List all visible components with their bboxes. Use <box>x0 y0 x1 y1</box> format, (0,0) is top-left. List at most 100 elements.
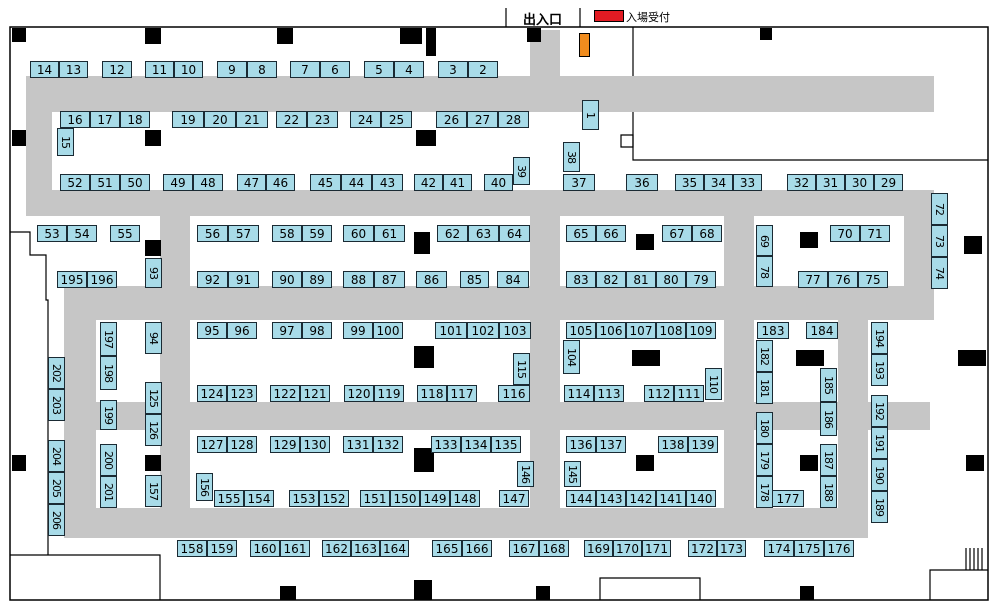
booth-174[interactable]: 174 <box>764 540 794 557</box>
booth-53[interactable]: 53 <box>37 225 67 242</box>
booth-169[interactable]: 169 <box>584 540 613 557</box>
booth-111[interactable]: 111 <box>674 385 704 402</box>
booth-154[interactable]: 154 <box>244 490 274 507</box>
booth-44[interactable]: 44 <box>341 174 372 191</box>
booth-95[interactable]: 95 <box>197 322 227 339</box>
booth-179[interactable]: 179 <box>756 444 773 476</box>
booth-1[interactable]: 1 <box>582 100 599 130</box>
booth-143[interactable]: 143 <box>596 490 626 507</box>
booth-141[interactable]: 141 <box>656 490 686 507</box>
booth-62[interactable]: 62 <box>437 225 468 242</box>
booth-149[interactable]: 149 <box>420 490 450 507</box>
booth-116[interactable]: 116 <box>498 385 530 402</box>
booth-134[interactable]: 134 <box>461 436 491 453</box>
booth-157[interactable]: 157 <box>145 475 162 507</box>
booth-121[interactable]: 121 <box>300 385 330 402</box>
booth-99[interactable]: 99 <box>343 322 373 339</box>
booth-135[interactable]: 135 <box>491 436 521 453</box>
booth-175[interactable]: 175 <box>794 540 824 557</box>
booth-65[interactable]: 65 <box>566 225 596 242</box>
booth-39[interactable]: 39 <box>513 157 530 185</box>
booth-7[interactable]: 7 <box>290 61 320 78</box>
booth-58[interactable]: 58 <box>272 225 302 242</box>
booth-173[interactable]: 173 <box>717 540 746 557</box>
booth-168[interactable]: 168 <box>539 540 569 557</box>
booth-88[interactable]: 88 <box>343 271 374 288</box>
booth-203[interactable]: 203 <box>48 389 65 421</box>
booth-13[interactable]: 13 <box>59 61 88 78</box>
booth-117[interactable]: 117 <box>447 385 477 402</box>
booth-11[interactable]: 11 <box>145 61 174 78</box>
booth-187[interactable]: 187 <box>820 444 837 476</box>
booth-161[interactable]: 161 <box>280 540 310 557</box>
booth-32[interactable]: 32 <box>787 174 816 191</box>
booth-84[interactable]: 84 <box>497 271 529 288</box>
booth-178[interactable]: 178 <box>756 476 773 508</box>
booth-100[interactable]: 100 <box>373 322 403 339</box>
booth-138[interactable]: 138 <box>658 436 688 453</box>
booth-15[interactable]: 15 <box>57 128 74 156</box>
booth-191[interactable]: 191 <box>871 427 888 459</box>
booth-30[interactable]: 30 <box>845 174 874 191</box>
booth-164[interactable]: 164 <box>380 540 409 557</box>
booth-185[interactable]: 185 <box>820 368 837 402</box>
booth-36[interactable]: 36 <box>626 174 658 191</box>
booth-132[interactable]: 132 <box>373 436 403 453</box>
booth-177[interactable]: 177 <box>772 490 804 507</box>
booth-181[interactable]: 181 <box>756 372 773 404</box>
booth-16[interactable]: 16 <box>60 111 90 128</box>
booth-71[interactable]: 71 <box>860 225 890 242</box>
booth-81[interactable]: 81 <box>626 271 656 288</box>
booth-183[interactable]: 183 <box>757 322 789 339</box>
booth-160[interactable]: 160 <box>250 540 280 557</box>
booth-192[interactable]: 192 <box>871 395 888 427</box>
booth-193[interactable]: 193 <box>871 354 888 386</box>
booth-23[interactable]: 23 <box>307 111 338 128</box>
booth-103[interactable]: 103 <box>499 322 531 339</box>
booth-105[interactable]: 105 <box>566 322 596 339</box>
booth-12[interactable]: 12 <box>102 61 132 78</box>
booth-3[interactable]: 3 <box>438 61 468 78</box>
booth-90[interactable]: 90 <box>272 271 302 288</box>
booth-26[interactable]: 26 <box>436 111 467 128</box>
booth-60[interactable]: 60 <box>343 225 374 242</box>
booth-87[interactable]: 87 <box>374 271 405 288</box>
booth-86[interactable]: 86 <box>416 271 447 288</box>
booth-61[interactable]: 61 <box>374 225 405 242</box>
booth-5[interactable]: 5 <box>364 61 394 78</box>
booth-55[interactable]: 55 <box>110 225 140 242</box>
booth-94[interactable]: 94 <box>145 322 162 354</box>
booth-63[interactable]: 63 <box>468 225 499 242</box>
booth-115[interactable]: 115 <box>513 353 530 385</box>
booth-35[interactable]: 35 <box>675 174 704 191</box>
booth-171[interactable]: 171 <box>642 540 671 557</box>
booth-199[interactable]: 199 <box>100 400 117 430</box>
booth-74[interactable]: 74 <box>931 257 948 289</box>
booth-205[interactable]: 205 <box>48 472 65 504</box>
booth-129[interactable]: 129 <box>270 436 300 453</box>
booth-46[interactable]: 46 <box>266 174 295 191</box>
booth-202[interactable]: 202 <box>48 357 65 389</box>
booth-14[interactable]: 14 <box>30 61 59 78</box>
booth-146[interactable]: 146 <box>517 461 534 487</box>
booth-27[interactable]: 27 <box>467 111 498 128</box>
booth-54[interactable]: 54 <box>67 225 97 242</box>
booth-91[interactable]: 91 <box>228 271 259 288</box>
booth-102[interactable]: 102 <box>467 322 499 339</box>
booth-190[interactable]: 190 <box>871 459 888 491</box>
booth-37[interactable]: 37 <box>563 174 595 191</box>
booth-59[interactable]: 59 <box>302 225 332 242</box>
booth-40[interactable]: 40 <box>484 174 513 191</box>
booth-131[interactable]: 131 <box>343 436 373 453</box>
booth-114[interactable]: 114 <box>564 385 594 402</box>
booth-151[interactable]: 151 <box>360 490 390 507</box>
booth-52[interactable]: 52 <box>60 174 90 191</box>
booth-82[interactable]: 82 <box>596 271 626 288</box>
booth-113[interactable]: 113 <box>594 385 624 402</box>
booth-49[interactable]: 49 <box>163 174 193 191</box>
booth-18[interactable]: 18 <box>120 111 150 128</box>
booth-64[interactable]: 64 <box>499 225 530 242</box>
booth-43[interactable]: 43 <box>372 174 403 191</box>
booth-22[interactable]: 22 <box>276 111 307 128</box>
booth-198[interactable]: 198 <box>100 356 117 390</box>
